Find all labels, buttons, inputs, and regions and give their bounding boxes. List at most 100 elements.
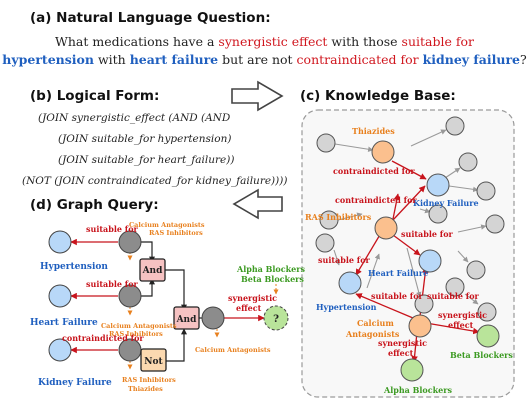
gq-label-ras-1: RAS Inhibitors [149,229,203,237]
logical-form-line-1: (JOIN synergistic_effect (AND (AND [38,112,231,124]
gq-label-effect: effect [236,303,262,313]
kb-gray-node [466,260,486,280]
kb-gray-node [428,204,448,224]
kb-label-ras-inhibitors: RAS Inhibitors [305,212,372,222]
gq-var-node [201,306,225,330]
kb-node-ras-inhibitors [374,216,398,240]
gq-label-and-1: And [142,266,164,276]
kb-gray-node [445,277,465,297]
gq-and-box-1 [139,258,166,282]
gq-label-synergistic: synergistic [228,293,277,303]
kb-gray-node [414,294,434,314]
gq-node-heart-failure [48,284,72,308]
question-heart-failure: heart failure [129,52,219,67]
graph-query-title: (d) Graph Query: [30,197,159,213]
logical-form-line-3: (JOIN suitable_for heart_failure)) [58,154,235,166]
kb-gray-node [485,214,505,234]
gq-label-question-mark: ? [273,314,279,325]
kb-gray-edges [333,129,487,305]
kb-gray-node [458,152,478,172]
kb-red-edges [355,160,480,363]
kb-label-beta-blockers: Beta Blockers [450,350,513,360]
kb-labels: Thiazides contraindicted for Kidney Fail… [305,126,513,395]
kb-label-alpha-blockers: Alpha Blockers [383,385,452,395]
gq-answer-node [263,305,289,331]
gq-label-suitable-1: suitable for [86,224,139,234]
question-contraindicated: contraindicated for [296,52,419,67]
gq-label-suitable-2: suitable for [86,279,139,289]
kb-node-kidney-failure [426,173,450,197]
question-hypertension: hypertension [2,52,94,67]
kb-label-effect-1: effect [448,320,474,330]
arrow-b-to-c [231,80,284,112]
gq-label-calcium-2: Calcium Antagonists [101,322,177,330]
gq-label-kidney-failure: Kidney Failure [38,378,112,388]
gq-labels: suitable for Calcium Antagonists RAS Inh… [30,221,305,393]
logical-form-title: (b) Logical Form: [30,88,160,104]
kb-label-suitable-1: suitable for [401,229,454,239]
kb-node-hypertension [338,271,362,295]
gq-label-thiazides: Thiazides [128,385,163,393]
gq-label-alpha-blockers: Alpha Blockers [236,264,305,274]
question-line-2: hypertension with heart failure but are … [0,52,529,67]
kb-node-alpha-blockers [400,358,424,382]
kb-label-synergistic-1: synergistic [438,310,487,320]
gq-label-ras-2: RAS Inhibitors [109,330,163,338]
arrow-c-to-d [232,188,283,220]
gq-label-contraindicted: contraindicted for [62,333,144,343]
gq-var-node [118,230,142,254]
question-text: ? [520,52,527,67]
gq-var-node [118,284,142,308]
kb-label-antagonists: Antagonists [345,329,400,339]
gq-label-ras-3: RAS Inhibitors [122,376,176,384]
question-text: with those [327,34,402,49]
kb-gray-node [315,233,335,253]
question-line-1: What medications have a synergistic effe… [0,34,529,49]
kb-nodes [315,116,505,382]
gq-label-heart-failure: Heart Failure [30,318,98,328]
kb-label-effect-2: effect [388,348,414,358]
question-text: with [93,52,130,67]
kb-label-contraindicted-2: contraindicted for [335,195,417,205]
kb-label-hypertension: Hypertension [316,302,377,312]
kb-gray-node [316,133,336,153]
question-title: (a) Natural Language Question: [30,10,271,26]
gq-label-calcium-1: Calcium Antagonists [129,221,205,229]
gq-label-calcium-3: Calcium Antagonists [195,346,271,354]
kb-gray-node [476,181,496,201]
kb-gray-node [445,116,465,136]
gq-and-box-2 [173,306,200,330]
gq-operators [139,258,200,372]
question-text: but are not [218,52,297,67]
question-synergistic: synergistic effect [218,34,328,49]
gq-label-hypertension: Hypertension [40,262,108,272]
kb-node-calcium-antagonists [408,314,432,338]
kb-label-suitable-4: suitable for [427,291,480,301]
gq-node-kidney-failure [48,338,72,362]
kb-node-beta-blockers [476,324,500,348]
gq-label-not: Not [144,357,163,367]
gq-nodes [48,230,289,362]
gq-label-and-2: And [176,315,198,325]
gq-relation-edges [70,238,265,354]
kb-label-suitable-2: suitable for [318,255,371,265]
gq-not-box [140,348,167,372]
kb-label-heart-failure: Heart Failure [368,268,428,278]
logical-form-line-2: (JOIN suitable_for hypertension) [58,133,232,145]
kb-label-contraindicted-1: contraindicted for [333,166,415,176]
kb-gray-node [319,210,339,230]
gq-label-beta-blockers: Beta Blockers [241,274,304,284]
kb-label-calcium: Calcium [357,318,394,328]
logical-form-line-4: (NOT (JOIN contraindicated_for kidney_fa… [22,175,288,187]
gq-node-hypertension [48,230,72,254]
kb-label-suitable-3: suitable for [371,291,424,301]
kb-label-synergistic-2: synergistic [378,338,427,348]
kb-node-thiazides [371,140,395,164]
knowledge-base-title: (c) Knowledge Base: [300,88,456,104]
kb-label-kidney-failure: Kidney Failure [413,198,479,208]
question-kidney-failure: kidney failure [422,52,520,67]
kb-label-thiazides: Thiazides [352,126,395,136]
question-text: What medications have a [55,34,219,49]
kb-node-heart-failure [418,249,442,273]
